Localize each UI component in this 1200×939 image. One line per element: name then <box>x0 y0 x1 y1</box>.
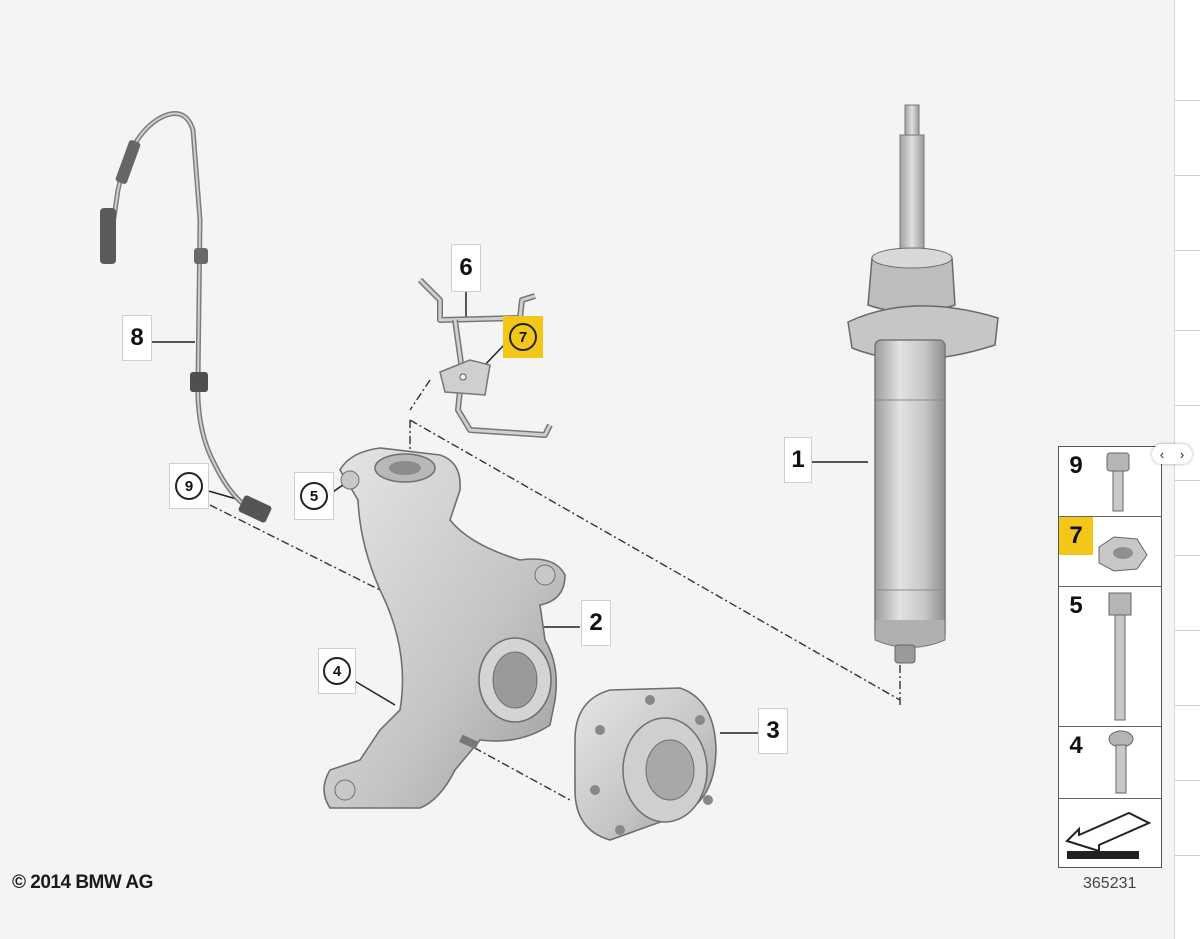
legend-row[interactable]: 5 <box>1059 587 1161 727</box>
legend-row[interactable]: 7 <box>1059 517 1161 587</box>
carousel-nav: ‹ › <box>1152 444 1192 464</box>
callout-5-circle: 5 <box>300 482 328 510</box>
hex-bolt-long-icon <box>1108 592 1132 721</box>
copyright-notice: © 2014 BMW AG <box>12 872 153 893</box>
legend-item-number: 4 <box>1069 732 1083 759</box>
callout-2-label: 2 <box>589 609 603 636</box>
legend-item-number: 9 <box>1069 452 1083 479</box>
wheel-speed-sensor-cable <box>100 111 272 523</box>
callout-9-circle: 9 <box>175 472 203 500</box>
torx-screw-icon <box>1108 730 1134 794</box>
legend-item-number: 7 <box>1059 517 1093 555</box>
bracket-part <box>417 277 553 438</box>
legend-direction <box>1059 799 1161 867</box>
right-scroll-strip <box>1174 0 1200 939</box>
socket-head-bolt-icon <box>1106 452 1130 512</box>
callout-3[interactable]: 3 <box>758 708 788 754</box>
callout-8-label: 8 <box>130 324 144 351</box>
hex-collar-nut-icon <box>1098 536 1148 572</box>
callout-7-label: 7 <box>518 328 528 346</box>
chevron-left-icon[interactable]: ‹ <box>1159 446 1165 462</box>
drawing-number: 365231 <box>1083 875 1137 892</box>
callout-1-label: 1 <box>791 446 805 473</box>
chevron-right-icon[interactable]: › <box>1179 446 1185 462</box>
callout-2[interactable]: 2 <box>581 600 611 646</box>
legend-row[interactable]: 9 <box>1059 447 1161 517</box>
callout-1[interactable]: 1 <box>784 437 812 483</box>
legend-item-number: 5 <box>1069 592 1083 619</box>
callout-4-label: 4 <box>332 662 342 680</box>
assembly-lines <box>209 379 901 801</box>
callout-8[interactable]: 8 <box>122 315 152 361</box>
steering-knuckle <box>323 447 566 809</box>
callout-3-label: 3 <box>766 717 780 744</box>
callout-5-label: 5 <box>309 487 319 505</box>
shock-absorber-strut <box>847 104 999 664</box>
callout-4[interactable]: 4 <box>318 648 356 694</box>
exploded-parts-diagram <box>100 104 999 841</box>
callout-6[interactable]: 6 <box>451 244 481 292</box>
wheel-hub <box>574 687 717 841</box>
callout-9[interactable]: 9 <box>169 463 209 509</box>
knuckle-bolt-small <box>459 734 479 750</box>
fasteners-legend: 9 7 5 4 <box>1058 446 1162 868</box>
callout-5[interactable]: 5 <box>294 472 334 520</box>
driving-direction-arrow-icon <box>1065 811 1152 859</box>
callout-6-label: 6 <box>459 254 473 281</box>
callout-7[interactable]: 7 <box>503 316 543 358</box>
callout-9-label: 9 <box>184 477 194 495</box>
callout-4-circle: 4 <box>323 657 351 685</box>
legend-row[interactable]: 4 <box>1059 727 1161 799</box>
callout-7-circle: 7 <box>509 323 537 351</box>
